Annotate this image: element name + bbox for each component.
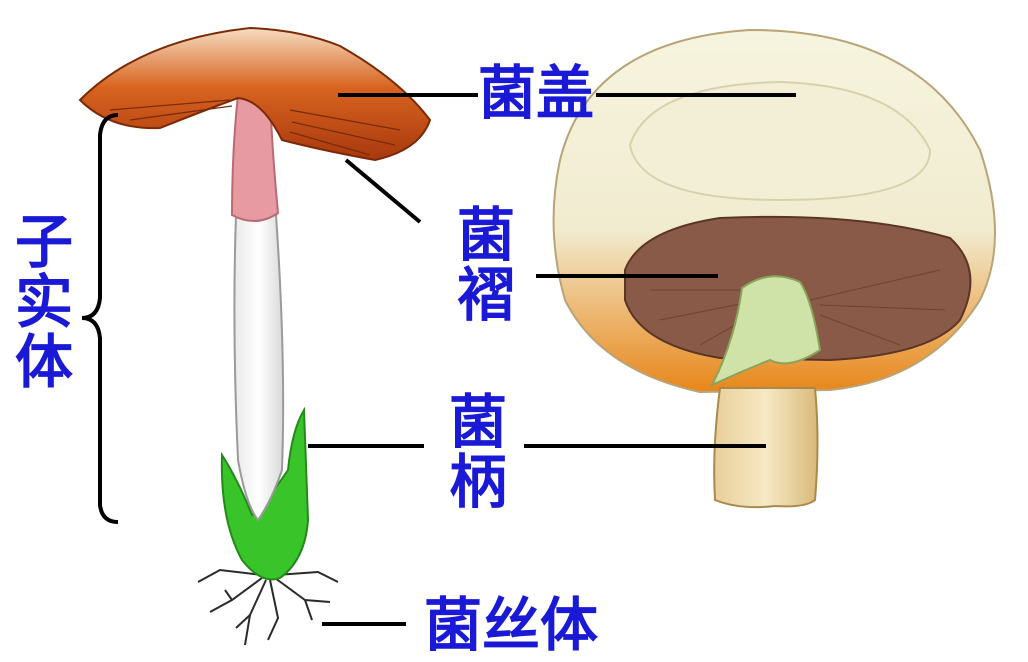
fruiting-body-label-text: 子实体: [14, 212, 74, 392]
left-stalk: [234, 215, 283, 520]
gills-label-text: 菌褶: [456, 205, 516, 325]
fruiting-body-label: 子实体: [14, 212, 74, 392]
label-char: 子: [14, 212, 74, 272]
label-char: 实: [14, 272, 74, 332]
cap-label-text: 菌盖: [478, 59, 594, 127]
fruiting-body-brace: [82, 115, 118, 522]
mycelium-label-text: 菌丝体: [424, 591, 598, 659]
cap-label: 菌盖: [478, 64, 594, 122]
mycelium-roots: [198, 570, 338, 645]
label-char: 褶: [456, 265, 516, 325]
right-mushroom: [554, 30, 995, 507]
stalk-label: 菌柄: [448, 392, 508, 512]
label-char: 菌: [456, 205, 516, 265]
label-char: 体: [14, 332, 74, 392]
label-char: 菌: [448, 392, 508, 452]
left-mushroom: [80, 28, 430, 645]
gills-label: 菌褶: [456, 205, 516, 325]
mycelium-label: 菌丝体: [424, 596, 598, 654]
label-char: 柄: [448, 452, 508, 512]
stalk-label-text: 菌柄: [448, 392, 508, 512]
